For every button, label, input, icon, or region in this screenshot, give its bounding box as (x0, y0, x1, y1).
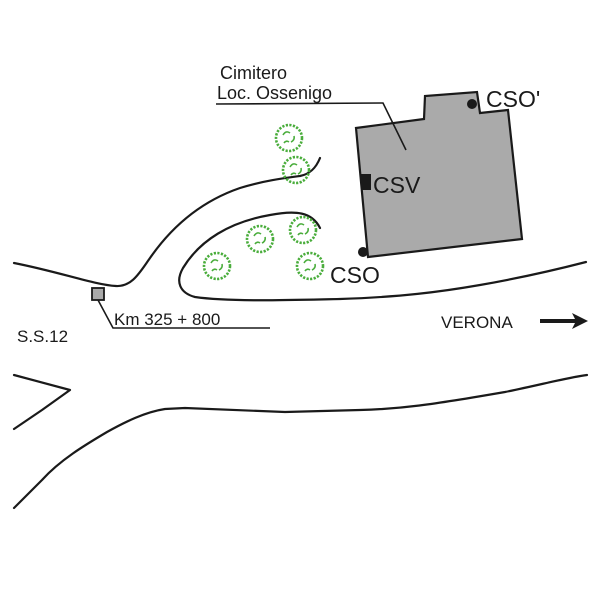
km-marker-label: Km 325 + 800 (114, 310, 220, 329)
cso-dot-icon[interactable] (358, 247, 368, 257)
cemetery-building-group: Cimitero Loc. Ossenigo (215, 63, 524, 259)
cemetery-leader-line (215, 102, 407, 151)
km-marker-leader-line (97, 299, 270, 329)
trees (202, 123, 325, 281)
tree-icon (281, 155, 311, 185)
direction-indicator: VERONA (441, 313, 588, 332)
km-marker-square-icon[interactable] (91, 287, 105, 301)
tree-icon (245, 224, 275, 254)
tree-icon (202, 251, 232, 281)
cso-label: CSO (330, 262, 380, 288)
arrow-right-icon (540, 313, 588, 329)
road-upper-left-edge (12, 156, 322, 288)
cemetery-label-line1: Cimitero (220, 63, 287, 83)
tree-icon (295, 251, 325, 281)
csv-square-icon[interactable] (361, 174, 371, 190)
tree-icon (288, 215, 318, 245)
road-lower-edge (12, 373, 589, 510)
tree-icon (274, 123, 304, 153)
roads (12, 156, 589, 510)
direction-label: VERONA (441, 313, 513, 332)
cso-prime-label: CSO' (486, 86, 540, 112)
road-name-label: S.S.12 (17, 327, 68, 346)
csv-label: CSV (373, 172, 421, 198)
road-island-edge (178, 211, 588, 302)
cemetery-label-line2: Loc. Ossenigo (217, 83, 332, 103)
cso-prime-dot-icon[interactable] (467, 99, 477, 109)
road-fork-left (12, 373, 72, 431)
km-marker-group: Km 325 + 800 (91, 287, 270, 329)
measurement-points: CSO' CSV CSO (330, 86, 540, 288)
